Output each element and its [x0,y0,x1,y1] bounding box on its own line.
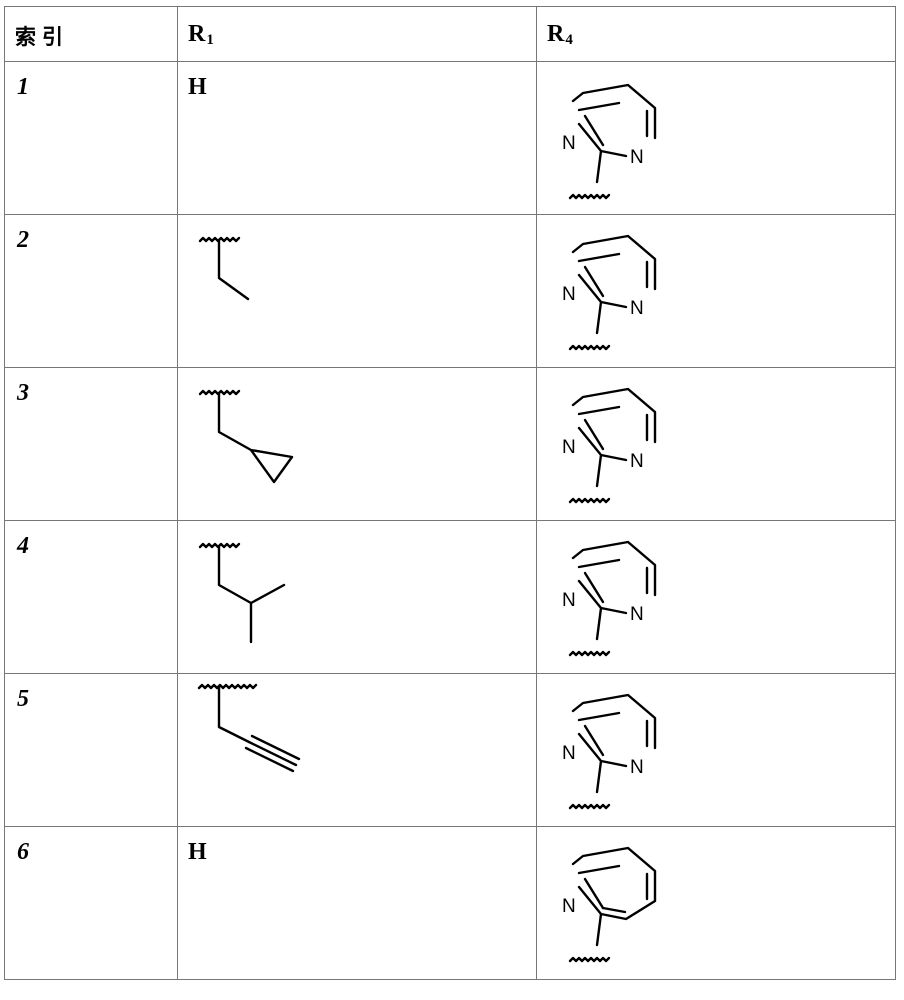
table-row: 1 H N N [5,62,896,215]
svg-text:N: N [562,284,576,305]
header-index-label: 索引 [15,21,69,51]
svg-text:N: N [630,451,644,472]
r4-cell: N [537,827,896,980]
index-number: 6 [17,839,29,866]
pyrimidine-structure: N N [537,215,895,368]
butynyl-structure [178,674,536,827]
r1-cell: H [178,827,537,980]
svg-text:N: N [562,590,576,611]
ethyl-structure [178,215,536,368]
svg-text:N: N [562,133,576,154]
isobutyl-structure [178,521,536,674]
table-row: 2 N N [5,215,896,368]
svg-text:N: N [630,604,644,625]
pyrimidine-structure: N N [537,521,895,674]
r1-text: H [188,839,207,866]
index-cell: 1 [5,62,178,215]
index-cell: 3 [5,368,178,521]
svg-text:N: N [630,757,644,778]
table-row: 3 N N [5,368,896,521]
r1-cell: H [178,62,537,215]
r1-cell [178,521,537,674]
table-row: 4 N N [5,521,896,674]
header-r1: R1 [178,7,537,62]
r1-cell [178,674,537,827]
index-cell: 4 [5,521,178,674]
pyrimidine-structure: N N [537,368,895,521]
svg-text:N: N [562,437,576,458]
r4-cell: N N [537,521,896,674]
header-r4: R4 [537,7,896,62]
substituent-table: 索引 R1 R4 1 H N N 2 [4,6,896,980]
r4-cell: N N [537,62,896,215]
header-index: 索引 [5,7,178,62]
table-row: 6 H N [5,827,896,980]
header-r1-label: R1 [188,21,214,49]
header-r4-label: R4 [547,21,573,49]
index-cell: 2 [5,215,178,368]
index-number: 2 [17,227,29,254]
pyrimidine-structure: N N [537,62,895,215]
header-row: 索引 R1 R4 [5,7,896,62]
table-row: 5 N N [5,674,896,827]
r4-cell: N N [537,215,896,368]
index-number: 1 [17,74,29,101]
index-number: 4 [17,533,29,560]
svg-text:N: N [562,896,576,917]
index-number: 5 [17,686,29,713]
r1-cell [178,215,537,368]
r4-cell: N N [537,368,896,521]
index-number: 3 [17,380,29,407]
pyrimidine-structure: N N [537,674,895,827]
r1-text: H [188,74,207,101]
r1-cell [178,368,537,521]
cyclopropylmethyl-structure [178,368,536,521]
r4-cell: N N [537,674,896,827]
svg-text:N: N [562,743,576,764]
svg-text:N: N [630,147,644,168]
pyridine-structure: N [537,827,895,980]
svg-text:N: N [630,298,644,319]
index-cell: 6 [5,827,178,980]
index-cell: 5 [5,674,178,827]
